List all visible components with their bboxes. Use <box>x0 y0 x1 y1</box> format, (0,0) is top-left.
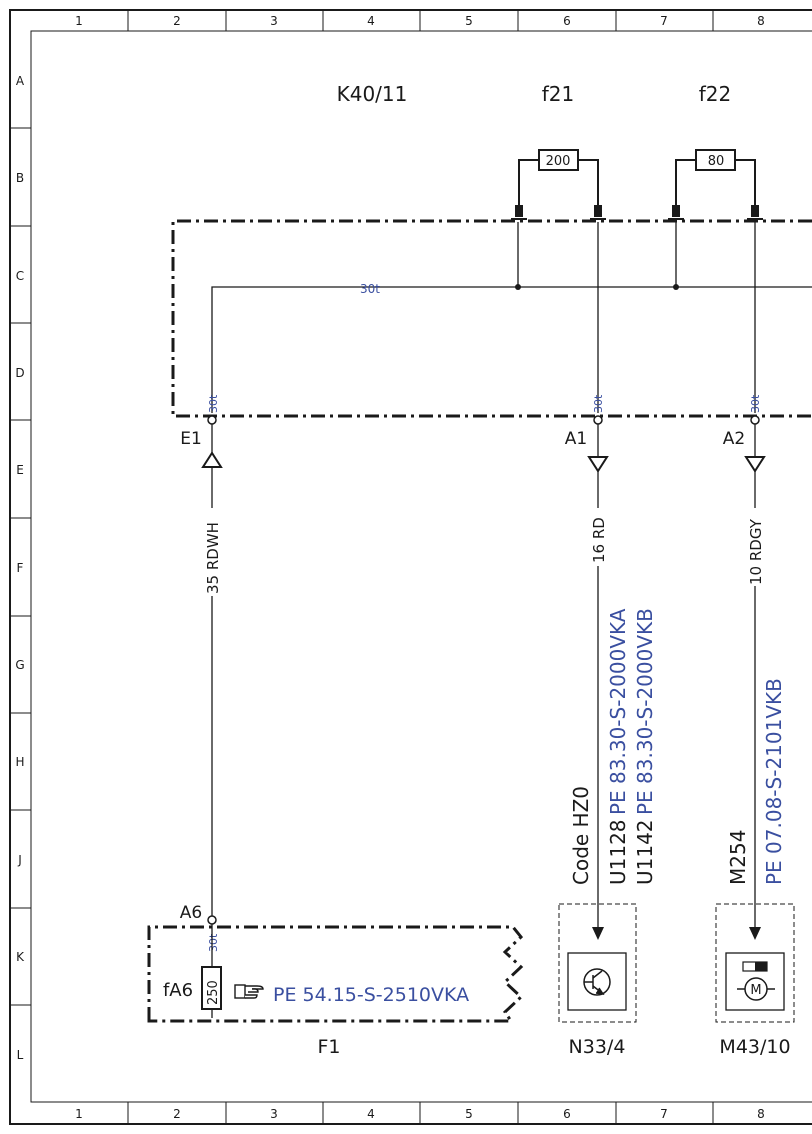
row-label-d: D <box>15 366 24 380</box>
bus-junction <box>515 284 521 290</box>
n33-component-boundary <box>558 903 637 1023</box>
col-label-bottom-5: 5 <box>465 1107 473 1121</box>
fa6-label: fA6 <box>163 980 193 1001</box>
f21-rating: 200 <box>546 154 571 169</box>
row-label-j: J <box>17 853 22 867</box>
col-label-6: 6 <box>563 14 571 28</box>
pin-a1-connector <box>593 415 603 425</box>
wires <box>211 424 756 930</box>
m254-label: M254 <box>726 830 750 885</box>
svg-text:M: M <box>750 983 761 998</box>
f1-label: F1 <box>317 1036 340 1058</box>
wire-label-bg <box>590 508 606 566</box>
n33-module-box <box>567 952 627 1011</box>
wire-w3-label: 10 RDGY <box>747 518 765 585</box>
col-label-bottom-7: 7 <box>660 1107 668 1121</box>
pin-e1-connector <box>207 415 217 425</box>
f1-fuse-box-boundary <box>147 925 524 1023</box>
col-label-bottom-6: 6 <box>563 1107 571 1121</box>
e1-net-label: 30t <box>207 394 220 413</box>
col-label-7: 7 <box>660 14 668 28</box>
input-arrow-icon <box>592 927 604 940</box>
k40-module-boundary <box>171 219 812 418</box>
pe-2000vkb-link[interactable]: PE 83.30-S-2000VKB <box>633 608 657 815</box>
pin-a2-label: A2 <box>723 429 745 449</box>
col-label-8: 8 <box>757 14 765 28</box>
col-label-1: 1 <box>75 14 83 28</box>
n33-label: N33/4 <box>569 1036 626 1058</box>
pin-a2-connector <box>750 415 760 425</box>
fuse-f21 <box>511 149 606 220</box>
pin-e1-label: E1 <box>180 429 202 449</box>
connector-arrow-up-icon <box>201 451 223 468</box>
a1-net-label: 30t <box>592 394 605 413</box>
column-ticks <box>127 10 714 1124</box>
input-arrow-icon <box>749 927 761 940</box>
fuse-fa6 <box>201 966 222 1010</box>
row-label-e: E <box>16 463 24 477</box>
row-label-g: G <box>15 658 24 672</box>
internal-bus <box>211 222 812 413</box>
outer-frame <box>9 9 812 1125</box>
col-label-bottom-4: 4 <box>367 1107 375 1121</box>
transistor-icon <box>583 968 611 996</box>
wire-w2-label: 16 RD <box>590 517 608 563</box>
pin-a1-label: A1 <box>565 429 587 449</box>
fuse-f22 <box>668 149 763 220</box>
u1142-label: U1142 <box>633 819 657 885</box>
connector-arrow-down-icon <box>587 456 609 473</box>
wire-label-bg <box>747 508 763 586</box>
wire-w1-label: 35 RDWH <box>204 522 222 594</box>
inner-frame <box>30 30 812 1103</box>
pointing-hand-icon <box>234 984 264 999</box>
wire-label-bg <box>204 508 220 596</box>
col-label-bottom-2: 2 <box>173 1107 181 1121</box>
f22-rating: 80 <box>708 154 725 169</box>
col-label-bottom-8: 8 <box>757 1107 765 1121</box>
row-label-c: C <box>16 269 24 283</box>
col-label-4: 4 <box>367 14 375 28</box>
f22-label: f22 <box>699 82 732 106</box>
pe-2101vkb-link[interactable]: PE 07.08-S-2101VKB <box>762 678 786 885</box>
col-label-5: 5 <box>465 14 473 28</box>
f21-label: f21 <box>542 82 575 106</box>
u1128-label: U1128 <box>606 819 630 885</box>
motor-icon: M <box>737 961 775 1001</box>
code-hz0-label: Code HZ0 <box>569 786 593 885</box>
pin-a6-label: A6 <box>180 903 202 923</box>
bus-junction <box>673 284 679 290</box>
pin-a6-connector <box>207 915 217 925</box>
pe-2000vka-link[interactable]: PE 83.30-S-2000VKA <box>606 608 630 815</box>
pe-2510vka-link[interactable]: PE 54.15-S-2510VKA <box>273 984 469 1006</box>
col-label-bottom-1: 1 <box>75 1107 83 1121</box>
row-label-h: H <box>15 755 24 769</box>
row-label-b: B <box>16 171 24 185</box>
row-ticks <box>10 127 31 1006</box>
a2-net-label: 30t <box>749 394 762 413</box>
row-label-a: A <box>16 74 25 88</box>
m43-component-boundary <box>715 903 795 1023</box>
col-label-3: 3 <box>270 14 278 28</box>
connector-arrow-down-icon <box>744 456 766 473</box>
col-label-bottom-3: 3 <box>270 1107 278 1121</box>
row-label-l: L <box>17 1048 24 1062</box>
m43-label: M43/10 <box>719 1036 790 1058</box>
row-label-f: F <box>17 561 24 575</box>
bus-net-label: 30t <box>360 282 380 296</box>
col-label-2: 2 <box>173 14 181 28</box>
a6-net-label: 30t <box>207 933 220 952</box>
row-label-k: K <box>16 950 25 964</box>
k40-label: K40/11 <box>337 82 408 106</box>
fa6-rating: 250 <box>206 980 221 1005</box>
